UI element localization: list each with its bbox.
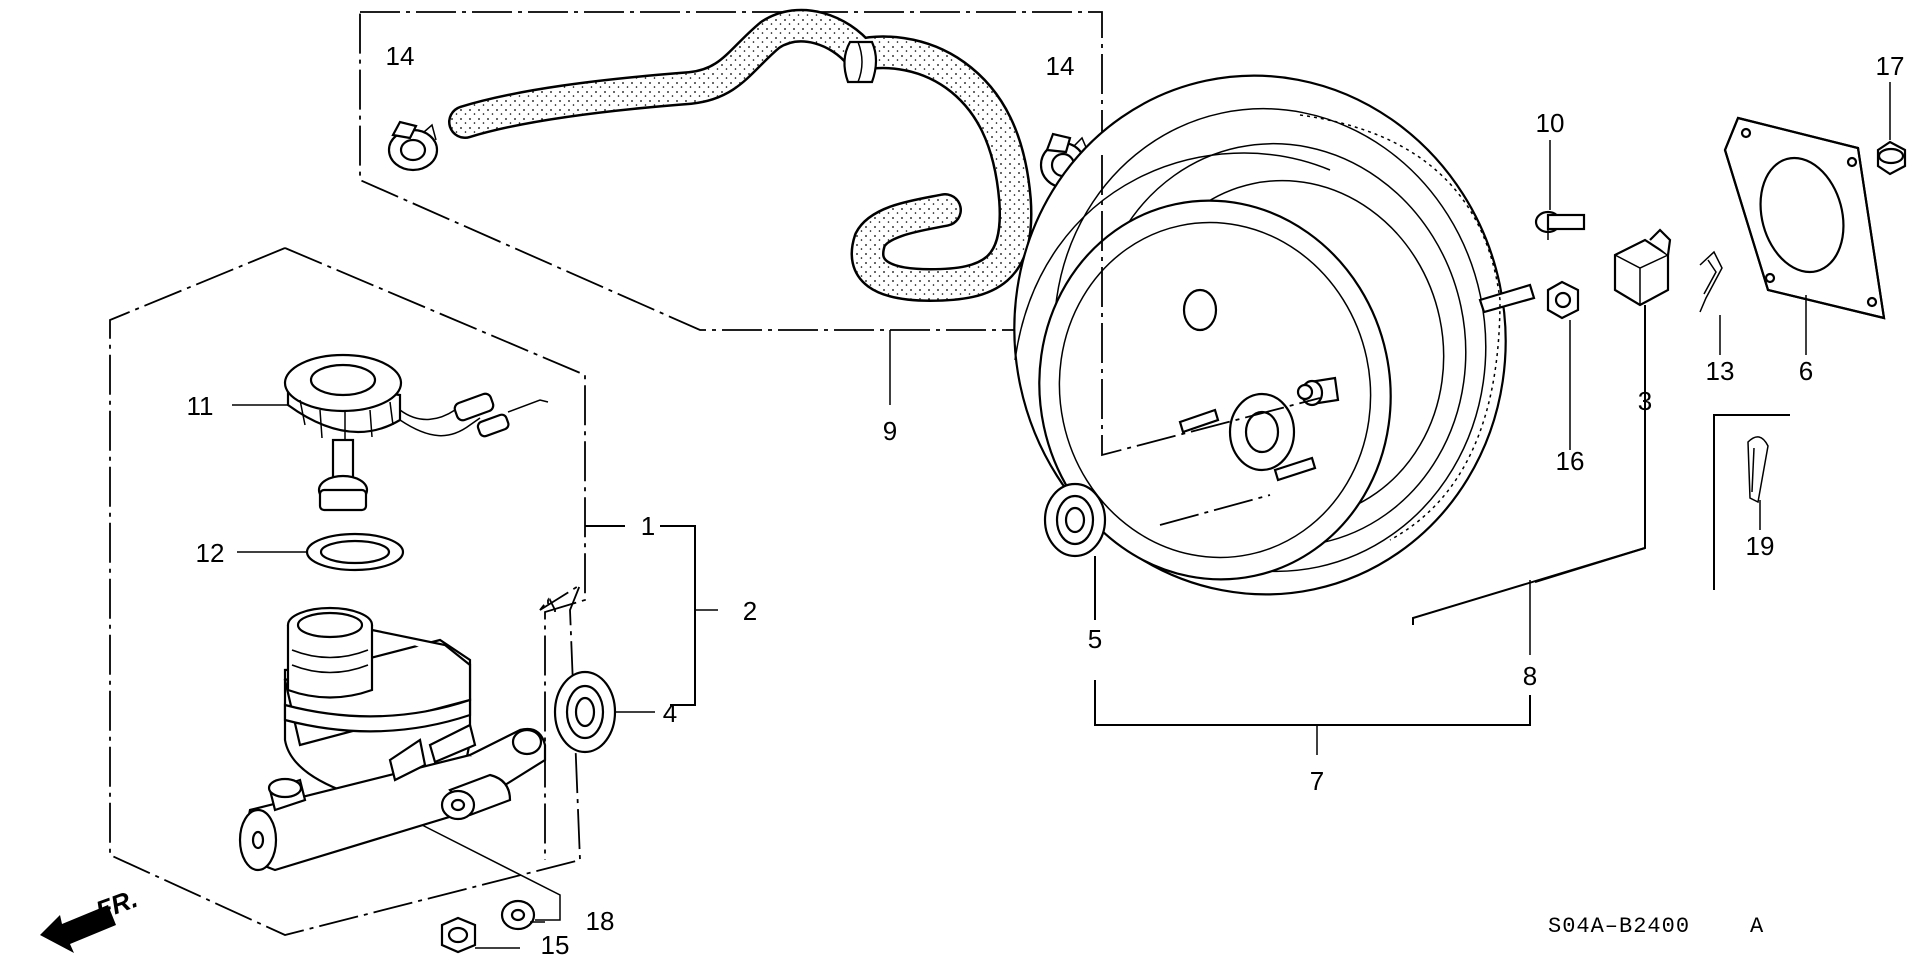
callout-2: 2 [743,596,757,626]
vacuum-hose-group-frame [359,11,1103,331]
front-direction-arrow [40,905,116,953]
booster-bolt [1534,210,1586,240]
master-cylinder-group-frame [109,247,586,936]
callout-6: 6 [1799,356,1813,386]
diagram-suffix: A [1750,914,1764,939]
callout-15: 15 [541,930,570,959]
flare-nut [440,916,477,954]
gasket-nut [1876,140,1907,176]
callout-11: 11 [187,391,214,421]
callout-14-right: 14 [1046,51,1075,81]
float-sensor-wires [399,392,549,438]
callout-19: 19 [1746,531,1775,561]
callout-12: 12 [196,538,225,568]
callout-4: 4 [663,698,677,728]
diagram-code: S04A–B2400 [1548,914,1690,939]
callout-3: 3 [1638,386,1652,416]
callout-17: 17 [1876,51,1905,81]
master-cylinder-body [238,606,547,872]
booster-nut [1546,280,1580,320]
brake-booster [1013,74,1536,596]
callout-16: 16 [1556,446,1585,476]
sealing-washer [500,899,536,931]
clevis-pin-clip [1713,414,1790,590]
reservoir-cap [283,353,403,512]
callout-5: 5 [1088,624,1102,654]
callout-1: 1 [641,511,655,541]
callout-9: 9 [883,416,897,446]
retaining-clip [1699,250,1723,313]
reservoir-seal [305,532,405,572]
booster-bracket [1613,228,1672,307]
callout-10: 10 [1536,108,1565,138]
hose-clamp-left [387,120,439,172]
booster-gasket [1723,116,1886,320]
front-label: FR. [92,883,142,926]
callout-7: 7 [1310,766,1324,796]
callout-8: 8 [1523,661,1537,691]
callout-18: 18 [586,906,615,936]
booster-seal [1043,482,1107,558]
callout-13: 13 [1706,356,1735,386]
master-cylinder-o-ring [553,670,617,754]
vacuum-hose [448,8,1033,302]
callout-14-left: 14 [386,41,415,71]
